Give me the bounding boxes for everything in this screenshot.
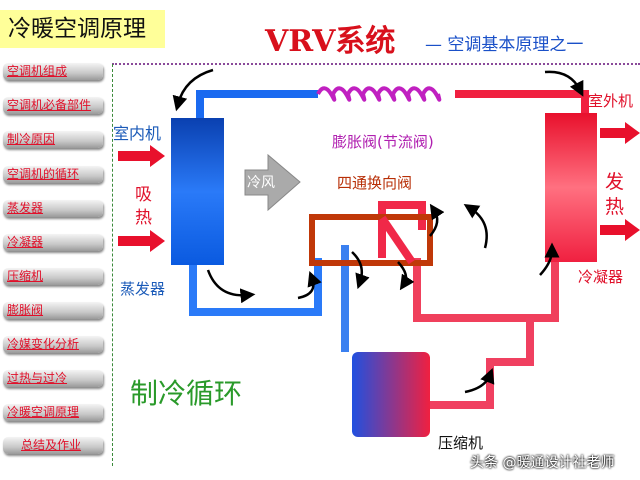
nav-button[interactable]: 压缩机 — [3, 268, 103, 285]
indoor-unit — [171, 118, 224, 265]
evaporator-label: 蒸发器 — [120, 280, 166, 298]
compressor-label: 压缩机 — [438, 434, 484, 452]
expansion-valve-label: 膨胀阀(节流阀) — [332, 133, 434, 151]
header-title: VRV系统 — [265, 24, 396, 59]
release-heat-label-2: 热 — [605, 196, 625, 218]
nav-button[interactable]: 空调机必备部件 — [3, 97, 103, 114]
header-subtitle: — 空调基本原理之一 — [425, 35, 584, 55]
expansion-valve-coil — [316, 86, 442, 102]
cold-air-label: 冷风 — [247, 175, 275, 191]
nav-button[interactable]: 过热与过冷 — [3, 370, 103, 387]
nav-button[interactable]: 空调机组成 — [3, 63, 103, 80]
page-title: 冷暖空调原理 — [0, 10, 165, 48]
four-way-valve — [309, 214, 433, 266]
four-way-valve-label: 四通换向阀 — [337, 174, 413, 192]
top-divider — [112, 63, 640, 65]
absorb-heat-label-2: 热 — [135, 208, 152, 228]
watermark: 头条 @暖通设计社老师 — [470, 455, 615, 471]
nav-button[interactable]: 制冷原因 — [3, 131, 103, 148]
nav-button[interactable]: 空调机的循环 — [3, 166, 103, 183]
nav-button[interactable]: 蒸发器 — [3, 200, 103, 217]
compressor — [352, 352, 430, 437]
nav-button[interactable]: 冷凝器 — [3, 234, 103, 251]
indoor-unit-label: 室内机 — [113, 124, 162, 143]
cold-air-arrow — [244, 153, 301, 212]
nav-button[interactable]: 冷暖空调原理 — [3, 404, 103, 421]
outdoor-unit — [545, 113, 597, 262]
diagram-caption: 制冷循环 — [130, 377, 243, 410]
absorb-heat-label-1: 吸 — [135, 185, 152, 205]
sidebar-divider — [112, 64, 113, 466]
nav-button[interactable]: 膨胀阀 — [3, 302, 103, 319]
outdoor-unit-label: 室外机 — [588, 92, 634, 110]
red-arrows — [118, 122, 640, 252]
nav-button[interactable]: 冷媒变化分析 — [3, 336, 103, 353]
release-heat-label-1: 发 — [605, 171, 625, 193]
nav-button[interactable]: 总结及作业 — [3, 437, 103, 454]
flow-arrows — [172, 68, 584, 394]
condenser-label: 冷凝器 — [578, 268, 624, 286]
